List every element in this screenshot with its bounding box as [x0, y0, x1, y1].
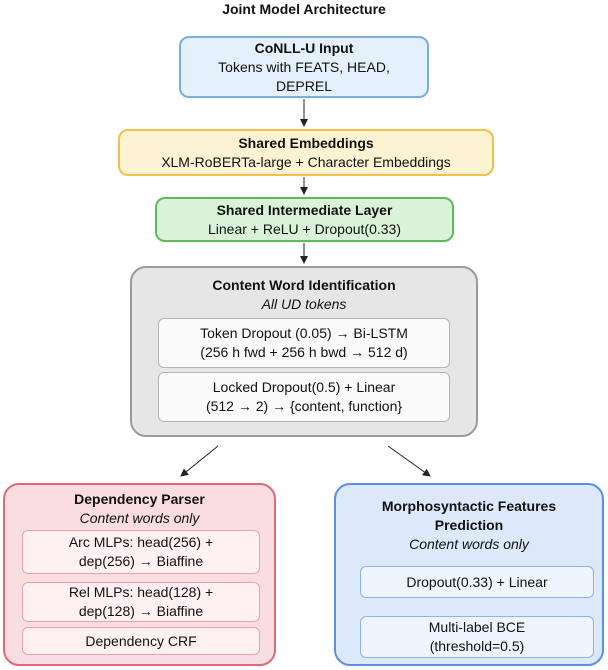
conll-input-title: CoNLL-U Input — [254, 39, 354, 56]
shared-intermediate-title: Shared Intermediate Layer — [216, 201, 393, 218]
conll-input-node: CoNLL-U Input Tokens with FEATS, HEAD, D… — [179, 36, 429, 98]
parser-step-rel-line2: dep(128) → Biaffine — [78, 603, 204, 619]
parser-step-arc-line1: Arc MLPs: head(256) + — [68, 534, 214, 550]
cwi-title: Content Word Identification — [212, 277, 396, 293]
cwi-step-classifier-line2: (512 → 2) → {content, function} — [205, 398, 403, 414]
shared-intermediate-node: Shared Intermediate Layer Linear + ReLU … — [155, 197, 454, 242]
cwi-step-classifier-line1: Locked Dropout(0.5) + Linear — [212, 379, 396, 395]
cwi-step-bilstm: Token Dropout (0.05) → Bi-LSTM (256 h fw… — [158, 318, 450, 368]
morph-step-bce-line1: Multi-label BCE — [428, 619, 526, 635]
cwi-subtitle: All UD tokens — [261, 296, 347, 312]
parser-subtitle: Content words only — [79, 510, 200, 526]
parser-step-arc-mlps: Arc MLPs: head(256) + dep(256) → Biaffin… — [22, 530, 260, 574]
diagram-title: Joint Model Architecture — [222, 1, 386, 17]
cwi-step-classifier: Locked Dropout(0.5) + Linear (512 → 2) →… — [158, 372, 450, 422]
parser-step-rel-line1: Rel MLPs: head(128) + — [68, 584, 214, 600]
parser-step-arc-line2: dep(256) → Biaffine — [78, 553, 204, 569]
shared-embeddings-node: Shared Embeddings XLM-RoBERTa-large + Ch… — [118, 129, 494, 176]
shared-embeddings-title: Shared Embeddings — [238, 134, 374, 151]
morph-title-line2: Prediction — [434, 517, 504, 533]
arrow-cwi-to-morph — [387, 445, 431, 477]
shared-intermediate-desc: Linear + ReLU + Dropout(0.33) — [208, 220, 401, 237]
arrow-cwi-to-parser — [180, 445, 219, 477]
parser-step-crf-label: Dependency CRF — [85, 632, 197, 649]
morph-title-line1: Morphosyntactic Features — [381, 498, 557, 514]
parser-title: Dependency Parser — [74, 491, 205, 507]
morph-step-linear: Dropout(0.33) + Linear — [360, 566, 594, 598]
morph-subtitle: Content words only — [409, 536, 529, 552]
cwi-step-bilstm-line1: Token Dropout (0.05) → Bi-LSTM — [200, 325, 408, 341]
morph-step-bce: Multi-label BCE (threshold=0.5) — [360, 616, 594, 658]
morph-step-linear-label: Dropout(0.33) + Linear — [406, 573, 548, 590]
parser-step-crf: Dependency CRF — [22, 627, 260, 655]
conll-input-line2: DEPREL — [275, 77, 333, 94]
conll-input-line1: Tokens with FEATS, HEAD, — [218, 58, 390, 75]
morph-step-bce-line2: (threshold=0.5) — [429, 638, 525, 654]
shared-embeddings-desc: XLM-RoBERTa-large + Character Embeddings — [161, 153, 451, 170]
parser-step-rel-mlps: Rel MLPs: head(128) + dep(128) → Biaffin… — [22, 582, 260, 622]
cwi-step-bilstm-line2: (256 h fwd + 256 h bwd → 512 d) — [200, 344, 408, 360]
